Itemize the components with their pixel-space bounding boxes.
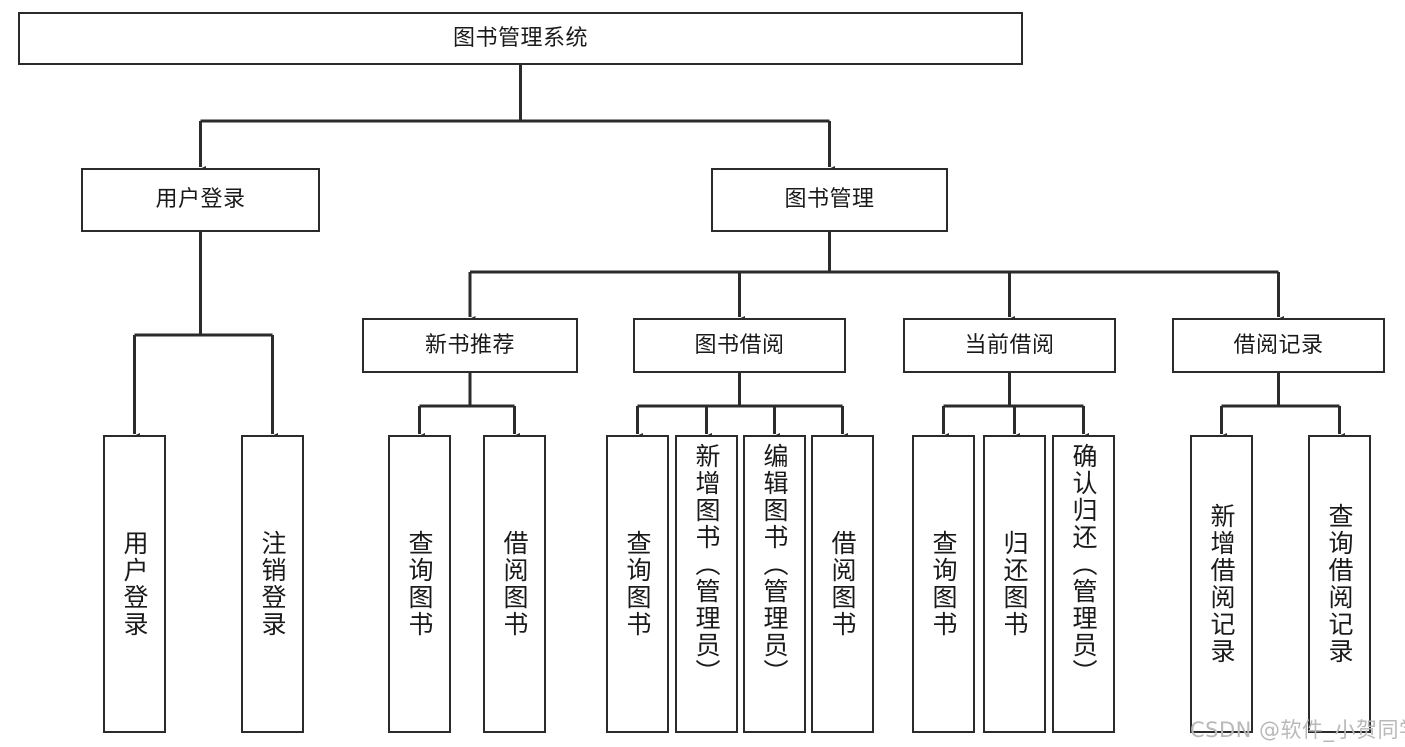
node-label: 借阅记录	[1233, 332, 1324, 358]
node-leaf-rec-2[interactable]: 查询借阅记录	[1308, 435, 1371, 733]
node-leaf-login-2[interactable]: 注销登录	[241, 435, 304, 733]
node-label: 图书管理系统	[452, 25, 588, 51]
node-label: 查询图书	[623, 530, 652, 638]
node-leaf-bor-1[interactable]: 查询图书	[606, 435, 669, 733]
node-leaf-bor-2[interactable]: 新增图书（管理员）	[675, 435, 738, 733]
node-leaf-new-2[interactable]: 借阅图书	[483, 435, 546, 733]
node-label: 图书管理	[784, 187, 875, 213]
node-leaf-login-1[interactable]: 用户登录	[103, 435, 166, 733]
node-label: 查询图书	[405, 530, 434, 638]
node-leaf-cur-1[interactable]: 查询图书	[912, 435, 975, 733]
node-label: 归还图书	[1000, 530, 1029, 638]
node-current[interactable]: 当前借阅	[903, 318, 1116, 373]
node-label: 新增借阅记录	[1207, 503, 1236, 665]
node-leaf-bor-3[interactable]: 编辑图书（管理员）	[743, 435, 806, 733]
node-label: 借阅图书	[500, 530, 529, 638]
node-label: 借阅图书	[828, 530, 857, 638]
edge-group	[129, 65, 1345, 443]
node-label: 新增图书（管理员）	[692, 443, 721, 686]
node-label: 用户登录	[155, 187, 246, 213]
node-label: 用户登录	[120, 530, 149, 638]
node-leaf-new-1[interactable]: 查询图书	[388, 435, 451, 733]
node-borrow[interactable]: 图书借阅	[633, 318, 846, 373]
node-leaf-cur-2[interactable]: 归还图书	[983, 435, 1046, 733]
node-newbook[interactable]: 新书推荐	[362, 318, 578, 373]
node-label: 查询图书	[929, 530, 958, 638]
node-label: 确认归还（管理员）	[1069, 443, 1098, 686]
node-label: 查询借阅记录	[1325, 503, 1354, 665]
node-root[interactable]: 图书管理系统	[18, 12, 1023, 65]
node-login[interactable]: 用户登录	[81, 168, 320, 232]
node-leaf-cur-3[interactable]: 确认归还（管理员）	[1052, 435, 1115, 733]
node-label: 当前借阅	[964, 332, 1055, 358]
node-leaf-bor-4[interactable]: 借阅图书	[811, 435, 874, 733]
node-leaf-rec-1[interactable]: 新增借阅记录	[1190, 435, 1253, 733]
node-label: 图书借阅	[694, 332, 785, 358]
node-label: 注销登录	[258, 530, 287, 638]
node-label: 新书推荐	[424, 332, 515, 358]
node-label: 编辑图书（管理员）	[760, 443, 789, 686]
node-bookmgmt[interactable]: 图书管理	[711, 168, 948, 232]
node-records[interactable]: 借阅记录	[1172, 318, 1385, 373]
